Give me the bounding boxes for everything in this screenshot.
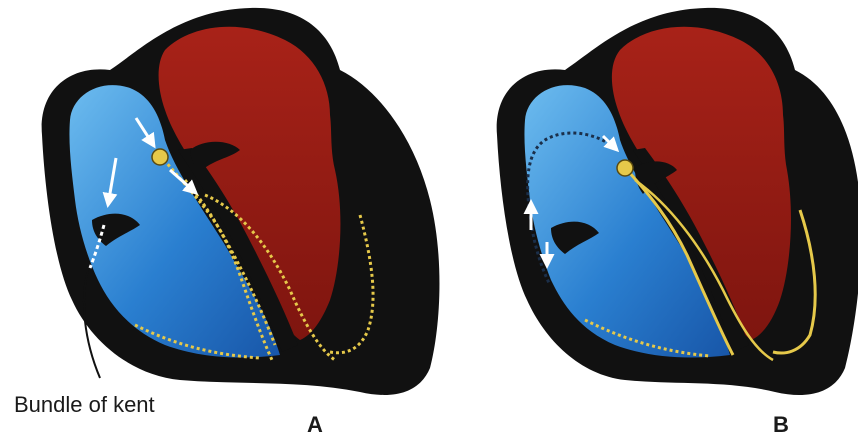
heart-a — [42, 8, 440, 395]
heart-b — [497, 8, 858, 395]
panel-a-label: A — [307, 412, 323, 438]
bundle-of-kent-label: Bundle of kent — [14, 392, 155, 418]
panel-b-label: B — [773, 412, 789, 438]
heart-a-av-node — [152, 149, 168, 165]
heart-b-av-node — [617, 160, 633, 176]
